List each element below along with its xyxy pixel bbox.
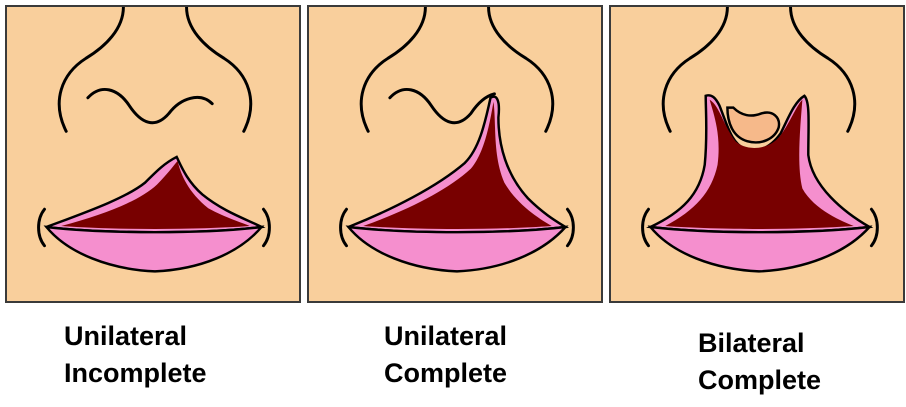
upper-lip — [46, 157, 261, 232]
caption-line-1: Unilateral — [64, 318, 207, 355]
panel-unilateral-incomplete — [5, 5, 301, 303]
caption-line-1: Unilateral — [384, 318, 507, 355]
caption-line-2: Incomplete — [64, 355, 207, 392]
upper-lip — [348, 97, 565, 233]
lower-lip — [650, 227, 869, 271]
panel-bilateral-complete — [609, 5, 905, 303]
lower-lip — [46, 227, 261, 271]
caption-unilateral-incomplete: Unilateral Incomplete — [64, 318, 207, 392]
unilateral-incomplete-illustration — [7, 7, 299, 301]
lower-lip — [348, 227, 565, 271]
bilateral-complete-illustration — [611, 7, 903, 301]
nose-outline — [59, 7, 250, 131]
premaxilla — [727, 108, 779, 143]
caption-unilateral-complete: Unilateral Complete — [384, 318, 507, 392]
panel-unilateral-complete — [307, 5, 603, 303]
nose-outline — [361, 7, 552, 131]
nose-outline — [663, 7, 854, 131]
unilateral-complete-illustration — [309, 7, 601, 301]
caption-line-2: Complete — [698, 362, 821, 399]
caption-bilateral-complete: Bilateral Complete — [698, 325, 821, 399]
caption-line-2: Complete — [384, 355, 507, 392]
caption-line-1: Bilateral — [698, 325, 821, 362]
